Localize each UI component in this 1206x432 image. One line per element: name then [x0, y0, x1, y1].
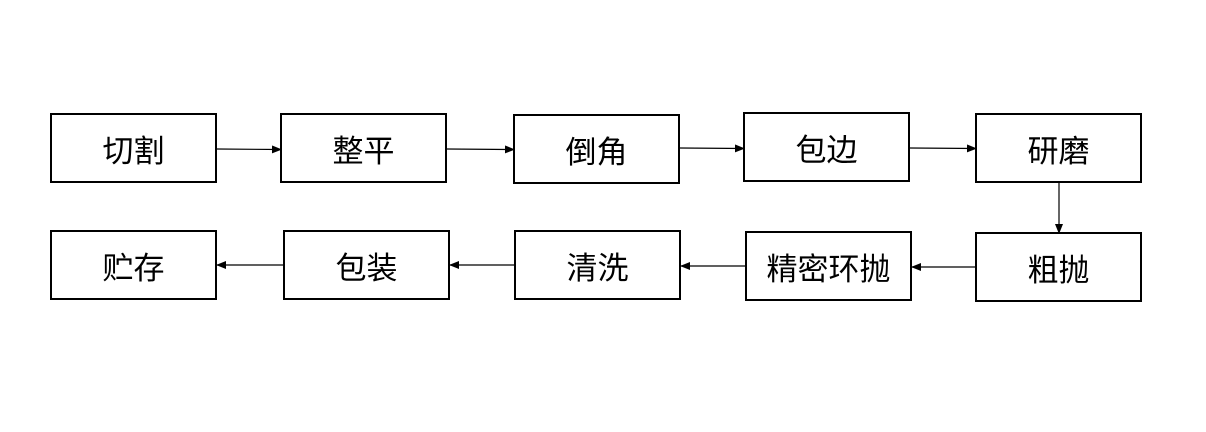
step-cleaning: 清洗	[514, 230, 681, 300]
arrow-edge-wrapping-to-grinding	[909, 144, 977, 153]
step-grinding: 研磨	[975, 113, 1142, 183]
step-leveling: 整平	[280, 113, 447, 183]
step-cutting: 切割	[50, 113, 217, 183]
step-precision-ring-polishing: 精密环抛	[745, 231, 912, 301]
step-packaging: 包装	[283, 230, 450, 300]
step-edge-wrapping: 包边	[743, 112, 910, 182]
arrow-leveling-to-chamfering	[446, 145, 515, 154]
arrow-chamfering-to-edge-wrapping	[679, 144, 745, 153]
arrow-cutting-to-leveling	[216, 145, 282, 154]
step-rough-polishing: 粗抛	[975, 232, 1142, 302]
step-storage: 贮存	[50, 230, 217, 300]
step-chamfering: 倒角	[513, 114, 680, 184]
